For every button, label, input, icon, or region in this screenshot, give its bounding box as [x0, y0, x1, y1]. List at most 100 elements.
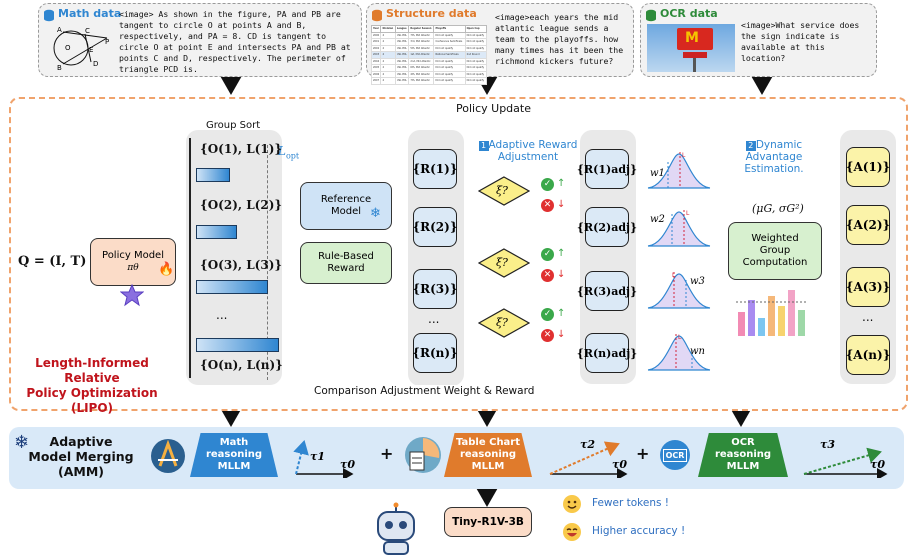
length-bar-2: [196, 225, 237, 239]
card-title: Structure data: [386, 7, 477, 20]
group-n: {O(n), L(n)}: [200, 358, 283, 372]
svg-text:L: L: [672, 272, 676, 279]
label-b: B: [57, 64, 62, 72]
structure-question: <image>each years the mid atlantic leagu…: [495, 12, 624, 66]
table-cell: Did not qualify: [464, 70, 488, 78]
lipo-name: Length-Informed Relative Policy Optimiza…: [26, 356, 158, 415]
reward-3: {R(3)}: [412, 269, 458, 309]
up-arrow-icon: ↑: [557, 178, 566, 189]
reward-adj-3: {R(3)adj}: [577, 271, 637, 311]
gaussian-curve-n: L wn: [646, 330, 712, 376]
weight-2: w2: [650, 214, 665, 225]
tau2-vector: τ2 τ0: [546, 436, 630, 482]
length-bar-n: [196, 338, 279, 352]
l-opt-label: Lopt: [278, 144, 300, 161]
svg-text:L: L: [686, 210, 690, 217]
math-ruler-icon: [150, 438, 186, 478]
snowflake-icon: ❄: [370, 206, 381, 221]
tau1-vector: τ1 τ0: [290, 436, 360, 482]
query-label: Q = (I, T): [18, 254, 87, 269]
policy-update-label: Policy Update: [456, 102, 531, 115]
tau3-vector: τ3 τ0: [800, 436, 890, 482]
advantage-3: {A(3)}: [846, 267, 890, 307]
reward-ellipsis: ...: [428, 312, 440, 326]
amm-title: Adaptive Model Merging (AMM): [28, 434, 134, 479]
up-arrow-icon: ↑: [557, 308, 566, 319]
policy-model-label: Policy Model: [102, 250, 164, 261]
ocr-data-card: OCR data M <image>What service does the …: [640, 3, 877, 77]
group-ellipsis: ...: [216, 308, 228, 322]
advantage-n: {A(n)}: [846, 335, 890, 375]
database-icon: [645, 7, 657, 26]
reference-model-box: Reference Model: [300, 182, 392, 230]
table-cell: 4: [380, 57, 396, 65]
length-bar-3: [196, 280, 269, 294]
policy-model-box: Policy Model πθ: [90, 238, 176, 286]
math-mllm-box: Math reasoning MLLM: [190, 433, 278, 477]
label-o: O: [65, 44, 71, 52]
table-cell: 2006: [370, 70, 382, 78]
cross-icon: ✕: [541, 199, 554, 212]
sign-photo: M: [647, 24, 735, 72]
gaussian-curve-1: L w1: [646, 148, 712, 194]
table-cell: 7th, Mid Atlantic: [408, 77, 435, 85]
group-2: {O(2), L(2)}: [200, 198, 283, 212]
ocr-question: <image>What service does the sign indica…: [741, 20, 860, 63]
reward-adj-n: {R(n)adj}: [577, 333, 637, 373]
gaussian-curve-3: L w3: [646, 268, 712, 314]
rule-reward-label: Rule-Based Reward: [318, 251, 374, 274]
table-cell: 2nd, Mid Atlantic: [408, 57, 435, 65]
plus-sign: +: [636, 444, 650, 463]
label-d: D: [93, 60, 98, 68]
ocr-mllm-box: OCR reasoning MLLM: [698, 433, 788, 477]
table-cell: 4: [380, 70, 396, 78]
fewer-tokens-label: Fewer tokens !: [592, 497, 670, 509]
tau1-label: τ1: [310, 450, 326, 463]
math-data-card: Math data O P A B C D E <image> As shown…: [38, 3, 362, 77]
reward-n: {R(n)}: [412, 333, 458, 373]
check-icon: ✓: [541, 178, 554, 191]
comparison-label: Comparison Adjustment Weight & Reward: [312, 385, 537, 397]
policy-sub: πθ: [127, 263, 139, 273]
advantage-ellipsis: ...: [862, 310, 874, 324]
label-a: A: [57, 26, 62, 34]
laugh-emoji-icon: [562, 522, 582, 546]
down-arrow-icon: ↓: [557, 199, 566, 210]
table-cell: 2007: [370, 77, 382, 85]
flame-icon: 🔥: [158, 262, 175, 277]
table-cell: 4th, Mid Atlantic: [408, 70, 435, 78]
result-label: Tiny-R1V-3B: [452, 516, 524, 528]
down-arrow-icon: ↓: [557, 269, 566, 280]
advantage-2: {A(2)}: [846, 205, 890, 245]
tau0-label: τ0: [340, 458, 356, 471]
mu-sigma-label: (μG, σG²): [752, 202, 804, 215]
geometry-figure: O P A B C D E: [53, 26, 109, 72]
database-icon: [371, 7, 383, 26]
svg-text:L: L: [682, 152, 686, 159]
table-chart-mllm-box: Table Chart reasoning MLLM: [444, 433, 532, 477]
advantage-1: {A(1)}: [846, 147, 890, 187]
table-cell: 2004: [370, 57, 382, 65]
reward-adj-1: {R(1)adj}: [577, 149, 637, 189]
tau2-label: τ2: [580, 438, 596, 451]
table-cell: 4: [380, 64, 396, 72]
table-cell: Did not qualify: [433, 77, 466, 85]
group-bracket: [189, 138, 195, 378]
check-icon: ✓: [541, 308, 554, 321]
weight-n: wn: [690, 346, 705, 357]
step2-badge: 2: [745, 141, 756, 151]
tau0-label: τ0: [612, 458, 628, 471]
l-opt-line: [267, 145, 268, 380]
up-arrow-icon: ↑: [557, 248, 566, 259]
table-cell: 6th, Mid Atlantic: [408, 64, 435, 72]
length-bar-1: [196, 168, 231, 182]
tau3-label: τ3: [820, 438, 836, 451]
group-3: {O(3), L(3)}: [200, 258, 283, 272]
xi-diamond-2: ξ?: [477, 248, 531, 282]
down-arrow-icon: ↓: [557, 329, 566, 340]
